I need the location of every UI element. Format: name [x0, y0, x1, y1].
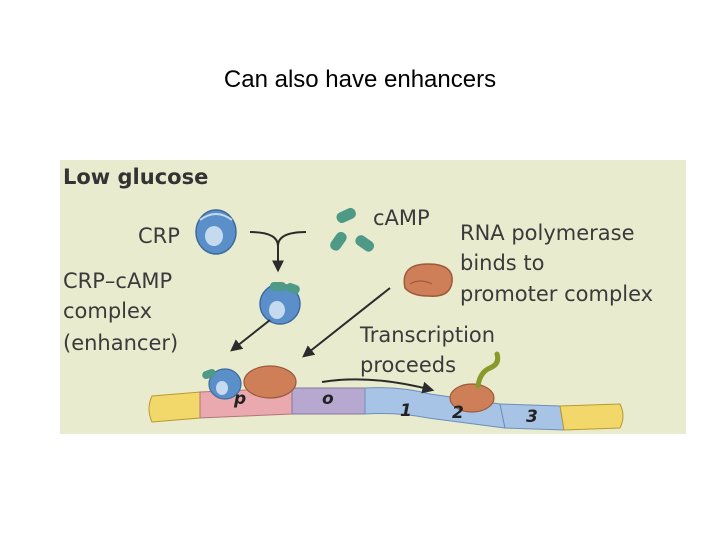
merge-bracket: [249, 231, 307, 273]
slide-title: Can also have enhancers: [223, 66, 497, 93]
crp-protein-icon: [195, 209, 237, 255]
dna-bound-polymerase-icon: [243, 365, 297, 399]
complex-label-line3: (enhancer): [63, 331, 178, 355]
transcription-label-line2: proceeds: [360, 353, 456, 377]
dna-bound-crp-icon: [202, 368, 242, 400]
mrna-strand: [475, 351, 501, 389]
rnap-label-line1: RNA polymerase: [460, 221, 635, 245]
gene-3-label: 3: [526, 407, 538, 427]
complex-to-dna-arrow: [230, 319, 271, 352]
rnap-label-line2: binds to: [460, 251, 545, 275]
rnap-label-line3: promoter complex: [460, 282, 653, 306]
camp-molecules-icon: [330, 207, 375, 252]
promoter-label: p: [233, 389, 246, 409]
transcribing-polymerase-icon: [449, 383, 495, 413]
crp-label: CRP: [138, 224, 180, 248]
transcription-label-line1: Transcription: [359, 323, 495, 347]
polymerase-to-dna-arrow: [302, 287, 391, 358]
gene-1-label: 1: [400, 401, 412, 421]
rna-polymerase-icon: [403, 263, 453, 297]
figure-heading: Low glucose: [63, 165, 208, 189]
gene-2-label: 2: [452, 403, 464, 423]
complex-label-line2: complex: [63, 299, 152, 323]
crp-camp-complex-icon: [259, 282, 301, 325]
complex-label-line1: CRP–cAMP: [63, 269, 172, 293]
transcription-arrow: [321, 378, 435, 394]
operator-label: o: [322, 389, 334, 409]
camp-label: cAMP: [373, 206, 430, 230]
lac-operon-figure: Low glucose CRP cAMP CRP–cAMP complex (e…: [60, 160, 686, 434]
figure-svg: Low glucose CRP cAMP CRP–cAMP complex (e…: [60, 160, 686, 434]
